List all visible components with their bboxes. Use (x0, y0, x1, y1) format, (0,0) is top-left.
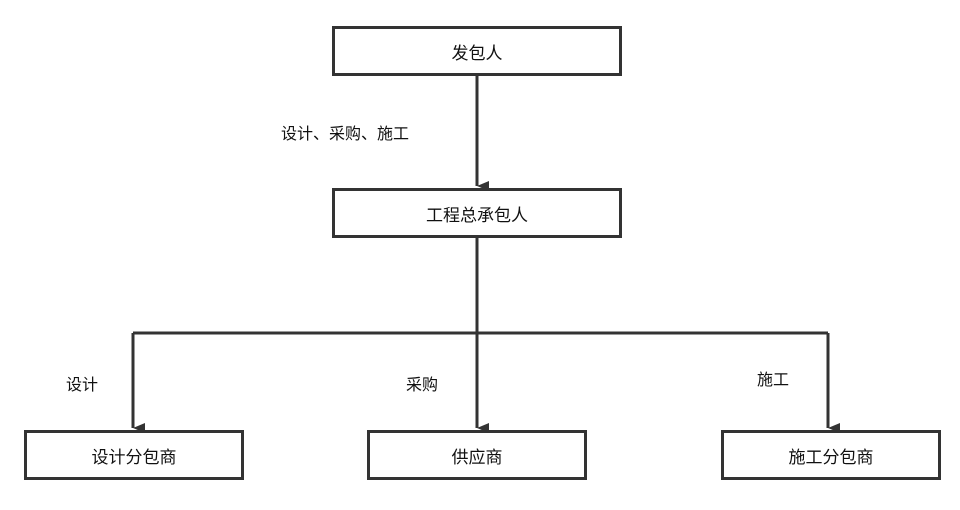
node-design-subcontractor: 设计分包商 (24, 430, 244, 480)
node-design-subcontractor-label: 设计分包商 (91, 447, 177, 468)
node-supplier: 供应商 (367, 430, 587, 480)
node-construction-subcontractor-label: 施工分包商 (788, 447, 874, 468)
node-supplier-label: 供应商 (451, 447, 503, 468)
edge-label-procurement: 采购 (406, 375, 439, 394)
node-construction-subcontractor: 施工分包商 (721, 430, 941, 480)
node-epc-contractor-label: 工程总承包人 (426, 205, 528, 226)
edge-label-design: 设计 (66, 375, 99, 394)
node-owner-label: 发包人 (451, 43, 503, 64)
node-owner: 发包人 (332, 26, 622, 76)
edge-label-construction: 施工 (757, 370, 790, 389)
node-epc-contractor: 工程总承包人 (332, 188, 622, 238)
edge-label-owner-to-epc: 设计、采购、施工 (281, 124, 410, 143)
